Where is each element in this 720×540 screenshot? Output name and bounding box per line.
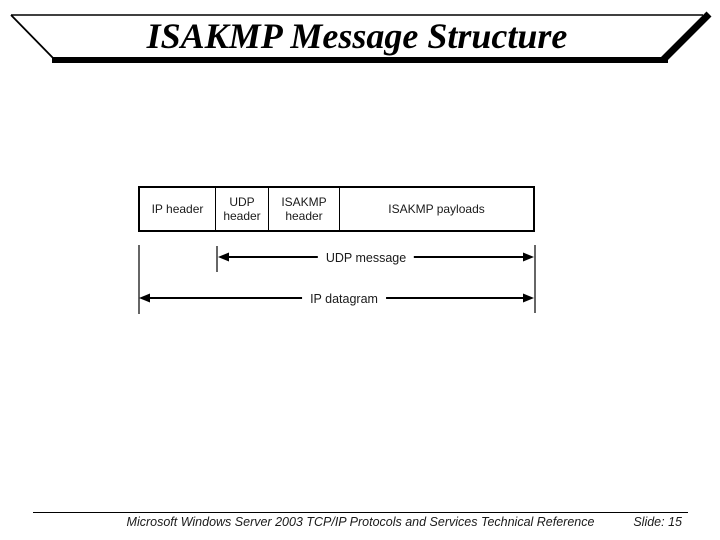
- slide-title: ISAKMP Message Structure: [146, 16, 568, 56]
- footer: Microsoft Windows Server 2003 TCP/IP Pro…: [33, 515, 688, 533]
- footer-slide-number: Slide: 15: [633, 515, 682, 529]
- udp-message-span-label: UDP message: [317, 251, 415, 265]
- packet-field-ip-header: IP header: [151, 202, 204, 216]
- packet-field-isakmp-header: ISAKMP header: [268, 188, 339, 230]
- packet-structure-diagram: IP header UDP header ISAKMP header ISAKM…: [138, 186, 535, 232]
- title-banner-shape: [10, 11, 712, 63]
- packet-field-udp-header: UDP header: [215, 188, 268, 230]
- footer-divider-line: [33, 512, 688, 513]
- ip-datagram-span-label: IP datagram: [302, 292, 386, 306]
- footer-reference-text: Microsoft Windows Server 2003 TCP/IP Pro…: [126, 515, 595, 529]
- packet-field-isakmp-payloads: ISAKMP payloads: [339, 188, 533, 230]
